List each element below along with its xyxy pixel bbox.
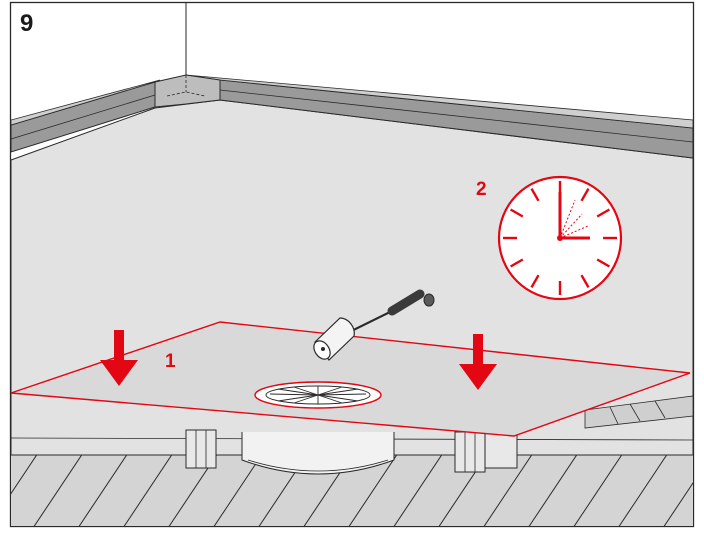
floor-drain-icon <box>254 381 382 409</box>
callout-floor-sheet: 1 <box>165 351 176 372</box>
tile-strip <box>584 395 694 429</box>
sealing-sheet <box>10 321 691 437</box>
step-number: 9 <box>20 10 34 37</box>
press-down-arrow-icon <box>100 330 138 386</box>
clock-icon <box>497 175 623 301</box>
callout-waiting-time: 2 <box>476 179 487 200</box>
baseboard-right-groove <box>219 89 694 143</box>
press-down-arrow-icon-right <box>459 334 497 390</box>
baseboard-left-groove <box>10 94 156 140</box>
corner-block-hidden <box>166 91 206 97</box>
baseboard-left-top <box>10 79 161 126</box>
roller-icon <box>313 289 435 361</box>
